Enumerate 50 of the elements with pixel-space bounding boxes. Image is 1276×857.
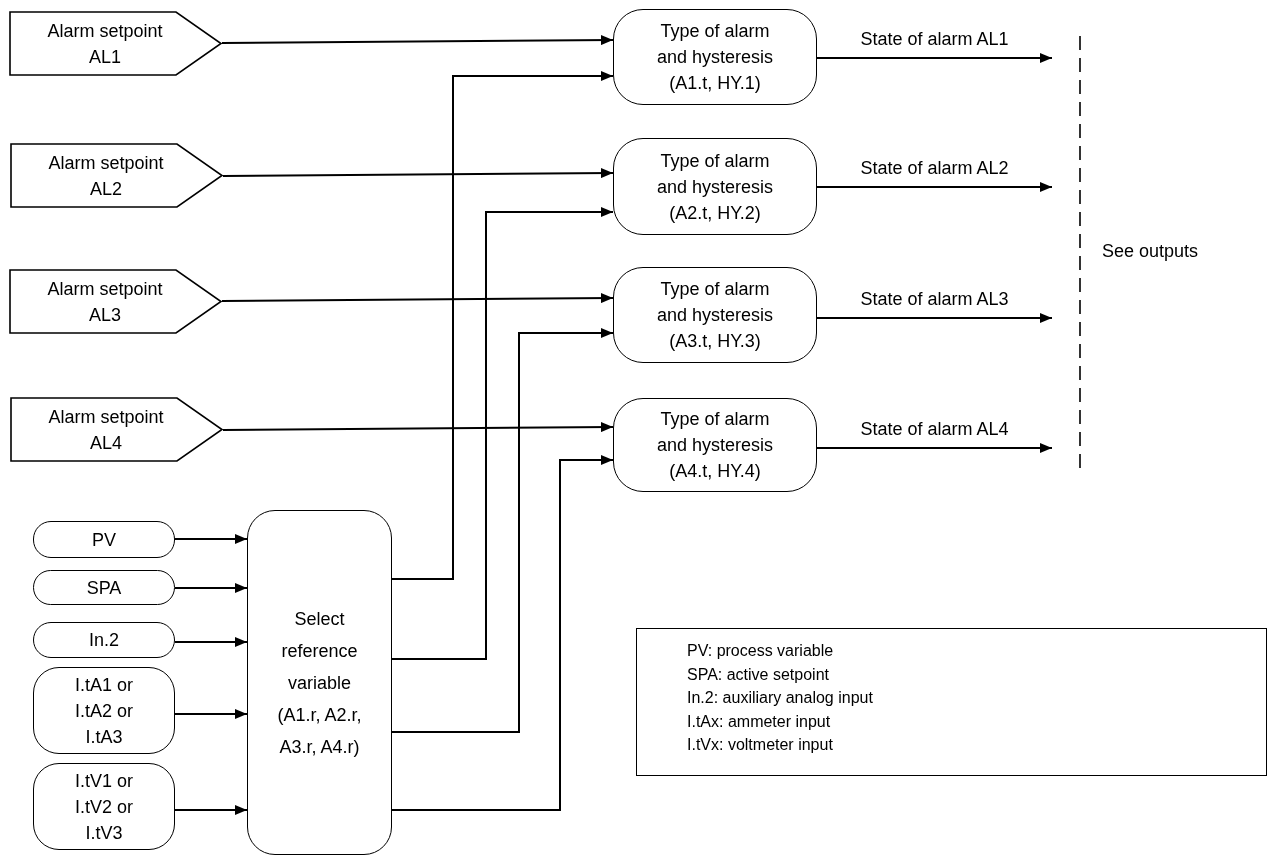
- node-text: PV: [91, 528, 117, 552]
- abbreviation-text: SPA: active setpoint: [687, 664, 830, 685]
- process-box: [613, 9, 817, 105]
- arrow: [174, 637, 248, 647]
- arrow: [816, 443, 1053, 453]
- node-text: Type of alarm and hysteresis (A3.t, HY.3): [655, 278, 775, 353]
- node-text: Select reference variable (A1.r, A2.r, A3.r, A4.r): [276, 607, 363, 759]
- setpoint-pentagon: [9, 11, 222, 76]
- node-text: Type of alarm and hysteresis (A4.t, HY.4): [655, 408, 775, 483]
- process-box: [247, 510, 392, 855]
- arrow: [174, 805, 248, 815]
- node-text: Alarm setpoint AL2: [47, 151, 165, 201]
- node-text: Type of alarm and hysteresis (A1.t, HY.1): [655, 20, 775, 95]
- arrow: [391, 71, 614, 580]
- arrow: [174, 709, 248, 719]
- input-terminal: [33, 763, 175, 850]
- input-terminal: [33, 521, 175, 558]
- arrow: [222, 422, 614, 433]
- node-text: SPA: [85, 576, 123, 600]
- node-text: In.2: [88, 629, 120, 652]
- arrow: [222, 168, 614, 179]
- process-box: [613, 138, 817, 235]
- abbreviation-text: PV: process variable: [687, 641, 835, 661]
- input-terminal: [33, 570, 175, 605]
- arrow: [391, 328, 614, 733]
- abbreviation-text: In.2: auxiliary analog input: [687, 688, 874, 708]
- setpoint-pentagon: [9, 269, 222, 334]
- setpoint-pentagon: [10, 397, 223, 462]
- node-text: I.tV1 or I.tV2 or I.tV3: [74, 769, 134, 845]
- input-terminal: [33, 667, 175, 754]
- arrow: [816, 313, 1053, 323]
- arrow: [174, 583, 248, 593]
- process-box: [613, 398, 817, 492]
- arrow: [391, 207, 614, 660]
- arrow: [221, 35, 614, 46]
- arrow: [816, 182, 1053, 192]
- node-text: Alarm setpoint AL3: [46, 277, 164, 327]
- input-terminal: [33, 622, 175, 658]
- node-text: Type of alarm and hysteresis (A2.t, HY.2): [655, 149, 775, 225]
- node-text: Alarm setpoint AL1: [46, 19, 164, 69]
- node-text: Alarm setpoint AL4: [47, 405, 165, 455]
- node-text: I.tA1 or I.tA2 or I.tA3: [74, 673, 134, 749]
- arrow: [391, 455, 614, 811]
- process-box: [613, 267, 817, 363]
- arrow: [816, 53, 1053, 63]
- setpoint-pentagon: [10, 143, 223, 208]
- abbreviation-text: I.tAx: ammeter input: [687, 711, 832, 732]
- abbreviation-text: I.tVx: voltmeter input: [687, 735, 834, 755]
- arrow: [221, 293, 614, 304]
- arrow: [174, 534, 248, 544]
